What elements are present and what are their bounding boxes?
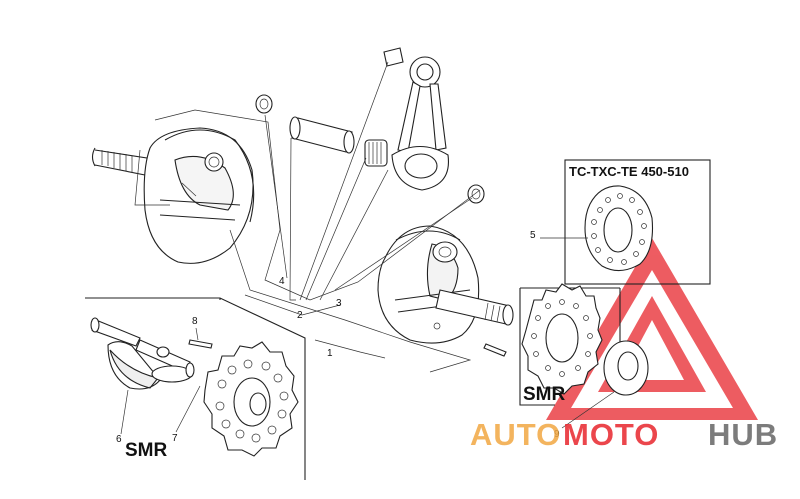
crankshaft-smr <box>90 317 195 390</box>
assembly-brackets <box>134 61 481 373</box>
watermark-moto: MOTO <box>563 417 660 452</box>
thrust-washer <box>603 340 649 396</box>
smr-label-left: SMR <box>125 440 168 461</box>
crankshaft-left-half <box>91 127 255 264</box>
crank-pin <box>289 116 355 154</box>
watermark-hub: HUB <box>708 417 779 452</box>
smr-box-right <box>519 283 649 429</box>
callout-6: 6 <box>116 434 122 445</box>
washer-right <box>467 184 485 204</box>
callout-1: 1 <box>327 348 333 359</box>
callout-3: 3 <box>336 298 342 309</box>
callout-4: 4 <box>279 276 285 287</box>
callout-9: 9 <box>554 429 560 440</box>
washer-top <box>255 94 273 114</box>
dowel-pin <box>188 339 213 349</box>
small-end-bush <box>383 47 404 67</box>
variant-label: TC-TXC-TE 450-510 <box>569 164 689 179</box>
smr-box-left <box>85 297 306 480</box>
callout-numbers: 1 2 3 4 5 6 7 8 9 <box>116 230 560 445</box>
callout-7: 7 <box>172 433 178 444</box>
variant-box <box>540 159 711 285</box>
watermark-auto: AUTO <box>470 417 562 452</box>
smr-label-right: SMR <box>523 384 566 405</box>
timing-gear-right <box>521 283 603 395</box>
callout-2: 2 <box>297 310 303 321</box>
crankshaft-right-half <box>377 225 514 357</box>
callout-5: 5 <box>530 230 536 241</box>
timing-gear-left <box>203 341 299 457</box>
connecting-rod <box>391 56 450 191</box>
callout-8: 8 <box>192 316 198 327</box>
needle-bearing <box>364 139 388 167</box>
variant-gear-plate <box>584 185 654 272</box>
